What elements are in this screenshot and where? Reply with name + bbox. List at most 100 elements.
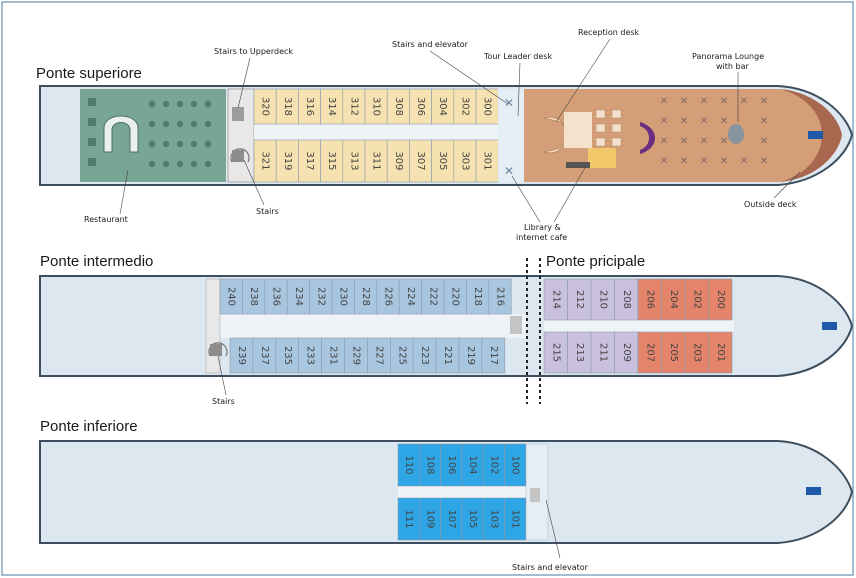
cabin[interactable]: 223 bbox=[412, 337, 437, 374]
cabin[interactable]: 212 bbox=[567, 278, 592, 321]
cabin-number: 313 bbox=[348, 151, 359, 170]
cabin-number: 306 bbox=[415, 97, 426, 116]
cabin[interactable]: 104 bbox=[461, 443, 484, 487]
table-icon bbox=[190, 120, 198, 128]
cabin[interactable]: 200 bbox=[708, 278, 733, 321]
cabin[interactable]: 317 bbox=[298, 139, 321, 183]
cabin[interactable]: 204 bbox=[661, 278, 686, 321]
cabin[interactable]: 100 bbox=[504, 443, 527, 487]
cabin[interactable]: 307 bbox=[409, 139, 432, 183]
cabin[interactable]: 229 bbox=[344, 337, 368, 374]
seat-icon: ✕ bbox=[700, 96, 708, 107]
cabin[interactable]: 206 bbox=[637, 278, 662, 321]
cabin[interactable]: 218 bbox=[466, 278, 490, 315]
cabin[interactable]: 225 bbox=[389, 337, 414, 374]
cabin[interactable]: 233 bbox=[298, 337, 322, 374]
cabin-number: 201 bbox=[715, 343, 726, 362]
cabin[interactable]: 109 bbox=[418, 497, 441, 541]
cabin-number: 312 bbox=[348, 97, 359, 116]
cabin[interactable]: 102 bbox=[482, 443, 505, 487]
lounge-bar-table bbox=[728, 124, 744, 144]
cabin[interactable]: 110 bbox=[397, 443, 420, 487]
table-icon bbox=[190, 140, 198, 148]
elevator-star-icon: ✕ bbox=[504, 164, 514, 178]
cabin[interactable]: 232 bbox=[309, 278, 333, 315]
cabin[interactable]: 230 bbox=[331, 278, 355, 315]
cabin[interactable]: 314 bbox=[320, 88, 344, 125]
cabin[interactable]: 234 bbox=[286, 278, 310, 315]
seat-icon: ✕ bbox=[660, 136, 668, 147]
cabin-number: 102 bbox=[488, 455, 499, 474]
cabin[interactable]: 105 bbox=[461, 497, 484, 541]
cabin[interactable]: 300 bbox=[475, 88, 499, 125]
cabin[interactable]: 203 bbox=[684, 331, 709, 374]
cabin[interactable]: 239 bbox=[229, 337, 254, 374]
callout-panorama-lounge-bar: with bar bbox=[716, 62, 749, 71]
cabin[interactable]: 211 bbox=[590, 331, 615, 374]
cabin[interactable]: 237 bbox=[252, 337, 277, 374]
cabin[interactable]: 207 bbox=[637, 331, 662, 374]
cabin[interactable]: 106 bbox=[440, 443, 463, 487]
cabin[interactable]: 220 bbox=[443, 278, 467, 315]
cabin[interactable]: 238 bbox=[242, 278, 266, 315]
seat-icon: ✕ bbox=[680, 156, 688, 167]
cabin[interactable]: 222 bbox=[421, 278, 445, 315]
cabin[interactable]: 107 bbox=[440, 497, 463, 541]
cabin[interactable]: 202 bbox=[684, 278, 709, 321]
cabin-number: 213 bbox=[574, 343, 585, 362]
cabin[interactable]: 301 bbox=[475, 139, 499, 183]
seat-icon: ✕ bbox=[740, 96, 748, 107]
cabin[interactable]: 214 bbox=[543, 278, 568, 321]
cabin[interactable]: 306 bbox=[409, 88, 432, 125]
cabin[interactable]: 213 bbox=[567, 331, 592, 374]
cabin[interactable]: 217 bbox=[481, 337, 506, 374]
cabin[interactable]: 227 bbox=[367, 337, 391, 374]
deck-title-main: Ponte pricipale bbox=[546, 253, 645, 270]
seat-icon: ✕ bbox=[740, 156, 748, 167]
cabin[interactable]: 302 bbox=[453, 88, 477, 125]
cabin[interactable]: 321 bbox=[253, 139, 277, 183]
cabin[interactable]: 313 bbox=[342, 139, 366, 183]
cabin[interactable]: 315 bbox=[320, 139, 344, 183]
cabin[interactable]: 308 bbox=[386, 88, 410, 125]
cabin[interactable]: 216 bbox=[488, 278, 512, 315]
cabin[interactable]: 205 bbox=[661, 331, 686, 374]
cabin[interactable]: 108 bbox=[418, 443, 441, 487]
cabin[interactable]: 219 bbox=[458, 337, 483, 374]
cabin-number: 237 bbox=[259, 346, 270, 365]
cabin[interactable]: 309 bbox=[386, 139, 410, 183]
cabin[interactable]: 111 bbox=[397, 497, 420, 541]
cabin[interactable]: 305 bbox=[431, 139, 455, 183]
seat-icon: ✕ bbox=[720, 116, 728, 127]
cabin[interactable]: 224 bbox=[398, 278, 422, 315]
cabin[interactable]: 320 bbox=[253, 88, 277, 125]
cabin[interactable]: 231 bbox=[321, 337, 345, 374]
cabin[interactable]: 201 bbox=[708, 331, 733, 374]
cabin[interactable]: 319 bbox=[275, 139, 299, 183]
cabin[interactable]: 310 bbox=[364, 88, 388, 125]
cabin[interactable]: 311 bbox=[364, 139, 388, 183]
cabin[interactable]: 226 bbox=[376, 278, 400, 315]
cabin[interactable]: 303 bbox=[453, 139, 477, 183]
cabin-number: 222 bbox=[427, 287, 438, 306]
cabin[interactable]: 103 bbox=[482, 497, 505, 541]
seat-icon: ✕ bbox=[700, 136, 708, 147]
cabin[interactable]: 209 bbox=[614, 331, 639, 374]
cabin[interactable]: 208 bbox=[614, 278, 639, 321]
cabin[interactable]: 215 bbox=[543, 331, 568, 374]
cabin[interactable]: 318 bbox=[275, 88, 299, 125]
cabin-box bbox=[504, 443, 527, 487]
cabin[interactable]: 210 bbox=[590, 278, 615, 321]
cabin[interactable]: 101 bbox=[504, 497, 527, 541]
cabin[interactable]: 236 bbox=[264, 278, 288, 315]
stairs-icon-middle bbox=[210, 344, 222, 356]
cabin[interactable]: 316 bbox=[298, 88, 321, 125]
cabin[interactable]: 240 bbox=[219, 278, 243, 315]
cabin[interactable]: 312 bbox=[342, 88, 366, 125]
cabin[interactable]: 304 bbox=[431, 88, 455, 125]
seat-icon: ✕ bbox=[680, 136, 688, 147]
cabin[interactable]: 221 bbox=[435, 337, 460, 374]
cabin[interactable]: 235 bbox=[275, 337, 299, 374]
cabin[interactable]: 228 bbox=[354, 278, 378, 315]
